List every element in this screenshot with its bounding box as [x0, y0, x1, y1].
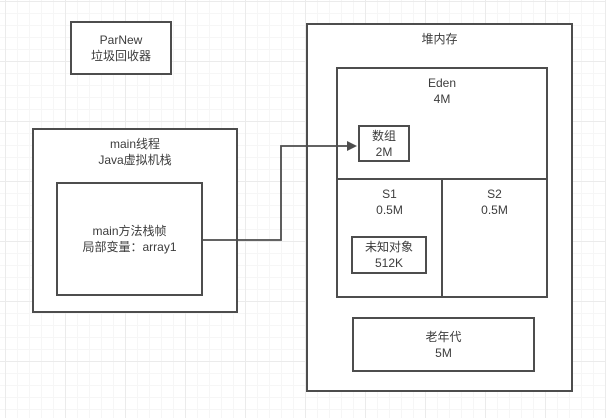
local-variable-label: 局部变量：array1 [82, 240, 177, 254]
stack-frame-title: main方法栈帧 [92, 224, 167, 238]
s1-label: S1 [382, 187, 397, 201]
s2-size: 0.5M [481, 203, 508, 217]
unknown-object-size: 512K [374, 256, 404, 270]
old-generation-size: 5M [435, 345, 452, 360]
main-thread-title: main线程 [109, 137, 160, 151]
survivor-s2-box[interactable]: S2 0.5M [441, 178, 548, 298]
unknown-object-label: 未知对象 [364, 240, 413, 254]
jvm-stack-title: Java虚拟机栈 [98, 153, 172, 167]
array-size: 2M [375, 144, 393, 159]
s2-label: S2 [487, 187, 502, 201]
eden-label: Eden [427, 76, 457, 90]
parnew-gc-label: 垃圾回收器 [90, 49, 151, 63]
parnew-gc-box[interactable]: ParNew 垃圾回收器 [70, 21, 172, 75]
array-label: 数组 [371, 128, 396, 143]
array-object-box[interactable]: 数组 2M [358, 125, 410, 162]
unknown-object-box[interactable]: 未知对象 512K [351, 236, 427, 274]
old-generation-box[interactable]: 老年代 5M [352, 317, 535, 372]
old-generation-label: 老年代 [425, 329, 462, 344]
heap-memory-title: 堆内存 [421, 32, 458, 46]
s1-size: 0.5M [376, 203, 403, 217]
eden-space-box[interactable]: Eden 4M [336, 67, 548, 180]
eden-size: 4M [433, 92, 451, 106]
main-method-stack-frame-box[interactable]: main方法栈帧 局部变量：array1 [56, 182, 203, 296]
parnew-gc-name: ParNew [99, 33, 143, 47]
